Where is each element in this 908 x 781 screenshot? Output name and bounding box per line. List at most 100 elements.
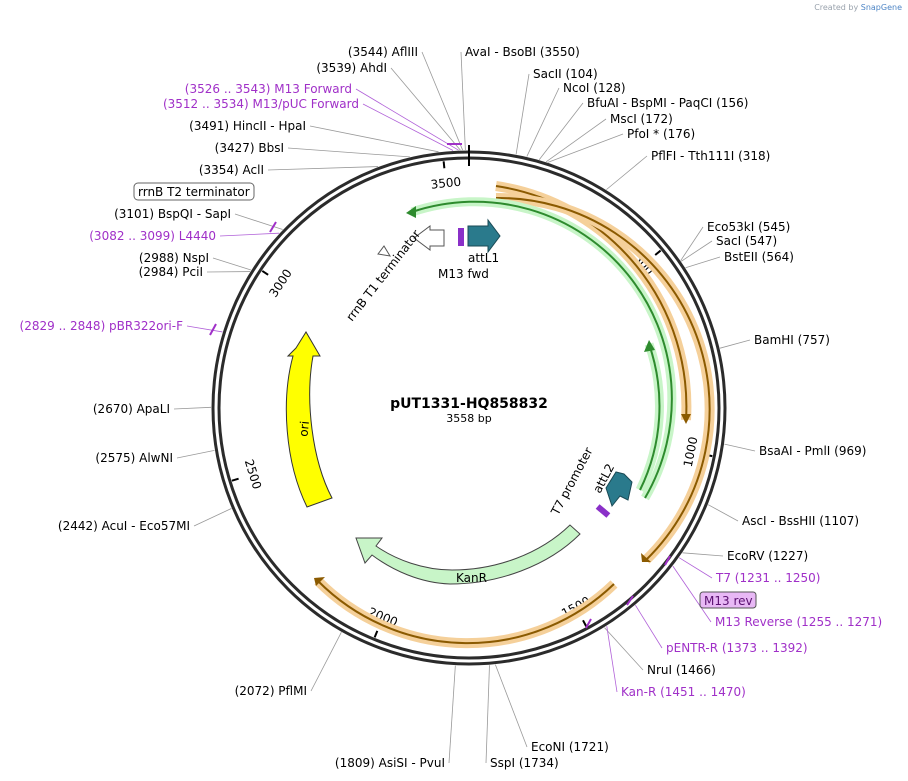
enzyme-label[interactable]: BfuAI - BspMI - PaqCI (156)	[587, 96, 748, 110]
label-leader	[681, 240, 713, 262]
label-leader	[708, 504, 739, 522]
label-leader	[421, 51, 463, 151]
label-leader	[678, 557, 713, 579]
label-leader	[526, 87, 560, 157]
green-feature-arc-core	[411, 200, 673, 499]
enzyme-label[interactable]: BamHI (757)	[754, 333, 830, 347]
enzyme-label[interactable]: (2988) NspI	[139, 251, 209, 265]
orange-arrowheads	[314, 414, 691, 586]
enzyme-label[interactable]: (2575) AlwNI	[95, 451, 173, 465]
label-leader	[635, 604, 663, 649]
enzyme-label[interactable]: (3354) AclI	[199, 163, 264, 177]
scale-tick	[261, 270, 269, 276]
label-leader	[310, 632, 342, 692]
enzyme-label[interactable]: NruI (1466)	[647, 663, 716, 677]
m13-rev-box	[699, 591, 757, 609]
enzyme-label[interactable]: AvaI - BsoBI (3550)	[465, 45, 580, 59]
label-leader	[485, 665, 490, 764]
label-leader	[547, 133, 624, 163]
brand-product: SnapGene	[860, 3, 902, 12]
enzyme-label[interactable]: BstEII (564)	[724, 250, 794, 264]
label-leader	[545, 118, 607, 163]
primer-label[interactable]: (3526 .. 3543) M13 Forward	[185, 82, 352, 96]
t7-promoter-mark[interactable]	[595, 504, 611, 518]
enzyme-label[interactable]: (3539) AhdI	[316, 61, 387, 75]
label-leader	[495, 664, 528, 748]
m13-fwd-mark[interactable]	[458, 228, 464, 246]
kan-r-mark	[585, 618, 592, 629]
attl1-arrow[interactable]	[467, 218, 501, 254]
label-leader	[193, 508, 232, 527]
primer-marks	[209, 143, 671, 629]
scale-tick-label: 3000	[266, 267, 295, 300]
enzyme-label[interactable]: EcoRV (1227)	[727, 549, 808, 563]
primer-label[interactable]: pENTR-R (1373 .. 1392)	[666, 641, 808, 655]
rrnb-t1-label[interactable]: rrnB T1 terminator	[343, 227, 423, 324]
label-leader	[267, 166, 379, 171]
label-leader	[287, 147, 410, 158]
rrnb-t1-arrow[interactable]	[413, 225, 445, 251]
m13-fwd-label[interactable]: M13 fwd	[438, 267, 489, 281]
enzyme-label[interactable]: (2442) AcuI - Eco57MI	[58, 519, 190, 533]
enzyme-label[interactable]: MscI (172)	[610, 112, 673, 126]
label-leader	[212, 257, 252, 271]
scale-tick	[373, 630, 379, 638]
t7-mark	[664, 555, 671, 566]
label-leader	[460, 51, 466, 151]
label-leader	[362, 103, 454, 151]
pbr322-mark	[209, 323, 217, 336]
enzyme-label[interactable]: SspI (1734)	[490, 756, 559, 770]
label-leader	[173, 406, 212, 410]
label-leader	[309, 125, 439, 153]
enzyme-label[interactable]: BsaAI - PmlI (969)	[759, 444, 866, 458]
rrnb-t2-marker[interactable]	[377, 245, 391, 257]
scale-tick	[654, 249, 662, 256]
enzyme-label[interactable]: (3491) HincII - HpaI	[189, 119, 306, 133]
enzyme-label[interactable]: SacI (547)	[716, 234, 777, 248]
l4440-mark	[269, 221, 277, 233]
primer-label[interactable]: M13 Reverse (1255 .. 1271)	[715, 615, 882, 629]
kanr-label[interactable]: KanR	[456, 571, 487, 585]
label-leaders	[173, 51, 756, 764]
enzyme-label[interactable]: NcoI (128)	[563, 81, 626, 95]
primer-label[interactable]: (3512 .. 3534) M13/pUC Forward	[163, 97, 359, 111]
kanr-feature[interactable]	[355, 524, 581, 585]
arrowhead	[681, 414, 691, 424]
primer-label[interactable]: (3082 .. 3099) L4440	[89, 229, 216, 243]
label-leader	[515, 73, 530, 155]
enzyme-label[interactable]: (2072) PflMI	[235, 684, 307, 698]
label-leader	[448, 665, 456, 764]
enzyme-label[interactable]: (3101) BspQI - SapI	[114, 207, 231, 221]
m13-rev-label[interactable]: M13 rev	[704, 594, 753, 608]
ori-feature[interactable]	[285, 331, 333, 508]
primer-label[interactable]: (2829 .. 2848) pBR322ori-F	[20, 319, 184, 333]
enzyme-label[interactable]: (1809) AsiSI - PvuI	[335, 756, 445, 770]
enzyme-label[interactable]: (3544) AflIII	[348, 45, 418, 59]
scale-tick-label: 3500	[430, 175, 462, 192]
primer-label[interactable]: Kan-R (1451 .. 1470)	[621, 685, 746, 699]
primer-label[interactable]: T7 (1231 .. 1250)	[715, 571, 820, 585]
enzyme-label[interactable]: AscI - BssHII (1107)	[742, 514, 859, 528]
enzyme-label[interactable]: SacII (104)	[533, 67, 598, 81]
attl2-arrow[interactable]	[605, 471, 633, 508]
brand-created-by: Created by	[814, 3, 859, 12]
enzyme-label[interactable]: (3427) BbsI	[215, 141, 284, 155]
orange-features	[314, 181, 715, 649]
arrowhead	[641, 553, 651, 562]
attl1-label[interactable]: attL1	[468, 251, 499, 265]
ori-label[interactable]: ori	[296, 420, 312, 437]
enzyme-label[interactable]: PflFI - Tth111I (318)	[651, 149, 770, 163]
enzyme-label[interactable]: Eco53kI (545)	[707, 220, 790, 234]
enzyme-label[interactable]: PfoI * (176)	[627, 127, 695, 141]
snapgene-brand: Created by SnapGene	[814, 3, 902, 12]
t7-promoter-label[interactable]: T7 promoter	[548, 445, 596, 518]
scale-tick	[442, 161, 446, 169]
label-leader	[682, 552, 724, 557]
rrnb-t2-label[interactable]: rrnB T2 terminator	[138, 185, 250, 199]
label-leader	[355, 88, 459, 151]
enzyme-label[interactable]: (2670) ApaLI	[93, 402, 170, 416]
enzyme-label[interactable]: EcoNI (1721)	[531, 740, 609, 754]
pentr-r-mark	[626, 595, 634, 606]
enzyme-label[interactable]: (2984) PciI	[139, 265, 203, 279]
